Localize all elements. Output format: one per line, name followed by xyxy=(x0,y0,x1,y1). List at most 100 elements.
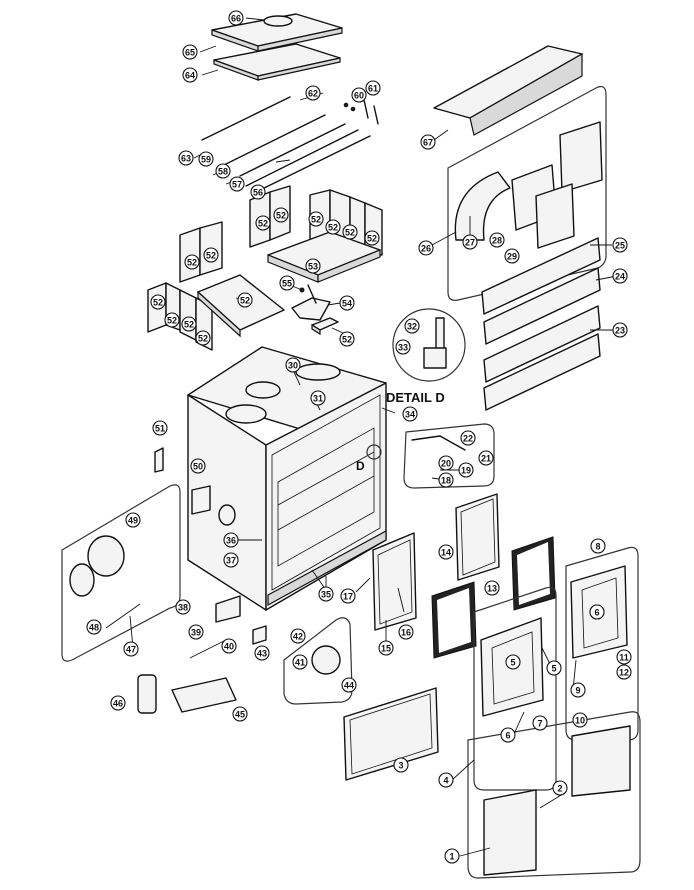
small-parts xyxy=(137,447,267,714)
callout-59: 59 xyxy=(198,151,214,167)
callout-number: 53 xyxy=(308,262,318,272)
callout-22: 22 xyxy=(460,430,476,446)
callout-number: 52 xyxy=(311,215,321,225)
callout-37: 37 xyxy=(223,552,239,568)
callout-number: 63 xyxy=(181,154,191,164)
callout-circle xyxy=(273,207,289,223)
callout-number: 29 xyxy=(507,252,517,262)
callout-circle xyxy=(458,462,474,478)
callout-52: 52 xyxy=(181,316,197,332)
door-assembly-group xyxy=(467,546,641,879)
callout-number: 26 xyxy=(421,244,431,254)
callout-number: 52 xyxy=(153,298,163,308)
callout-number: 38 xyxy=(178,603,188,613)
callout-31: 31 xyxy=(310,390,326,406)
callout-number: 52 xyxy=(184,320,194,330)
callout-circle xyxy=(203,247,219,263)
callout-number: 37 xyxy=(226,556,236,566)
callout-number: 35 xyxy=(321,590,331,600)
callout-number: 5 xyxy=(551,664,556,674)
callout-33: 33 xyxy=(395,339,411,355)
callout-63: 63 xyxy=(178,150,194,166)
callout-58: 58 xyxy=(215,163,231,179)
callout-52: 52 xyxy=(255,215,271,231)
callout-9: 9 xyxy=(570,682,586,698)
callout-number: 52 xyxy=(342,335,352,345)
callout-11: 11 xyxy=(616,649,632,665)
callout-52: 52 xyxy=(184,254,200,270)
callout-circle xyxy=(484,580,500,596)
callout-circle xyxy=(444,848,460,864)
callout-number: 47 xyxy=(126,645,136,655)
callout-number: 64 xyxy=(185,71,195,81)
callout-circle xyxy=(552,780,568,796)
callout-5: 5 xyxy=(546,660,562,676)
callout-circle xyxy=(438,544,454,560)
callout-circle xyxy=(229,176,245,192)
callout-circle xyxy=(223,532,239,548)
callout-14: 14 xyxy=(438,544,454,560)
detail-d-inset xyxy=(392,308,466,382)
callout-number: 7 xyxy=(537,719,542,729)
callout-circle xyxy=(279,275,295,291)
detail-d-label: DETAIL D xyxy=(386,390,445,405)
callout-circle xyxy=(198,151,214,167)
callout-15: 15 xyxy=(378,640,394,656)
callout-circle xyxy=(342,224,358,240)
callout-7: 7 xyxy=(532,715,548,731)
callout-circle xyxy=(460,430,476,446)
callout-circle xyxy=(221,638,237,654)
callout-circle xyxy=(378,640,394,656)
callout-number: 51 xyxy=(155,424,165,434)
callout-number: 43 xyxy=(257,649,267,659)
callout-number: 19 xyxy=(461,466,471,476)
callout-number: 58 xyxy=(218,167,228,177)
callout-number: 60 xyxy=(354,91,364,101)
door-gaskets xyxy=(372,493,556,659)
callout-circle xyxy=(195,330,211,346)
callout-13: 13 xyxy=(484,580,500,596)
callout-41: 41 xyxy=(292,654,308,670)
callout-53: 53 xyxy=(305,258,321,274)
callout-number: 23 xyxy=(615,326,625,336)
blower-group xyxy=(61,484,181,662)
callout-circle xyxy=(404,318,420,334)
callout-circle xyxy=(505,654,521,670)
callout-circle xyxy=(418,240,434,256)
callout-circle xyxy=(504,248,520,264)
callout-circle xyxy=(86,619,102,635)
callout-number: 52 xyxy=(167,316,177,326)
callout-number: 25 xyxy=(615,241,625,251)
callout-number: 46 xyxy=(113,699,123,709)
callout-number: 39 xyxy=(191,628,201,638)
callout-55: 55 xyxy=(279,275,295,291)
callout-number: 20 xyxy=(441,459,451,469)
callout-number: 14 xyxy=(441,548,451,558)
top-insulation-plate xyxy=(213,43,341,81)
callout-52: 52 xyxy=(195,330,211,346)
callout-52: 52 xyxy=(150,294,166,310)
callout-number: 61 xyxy=(368,84,378,94)
callout-circle xyxy=(125,512,141,528)
callout-circle xyxy=(285,357,301,373)
callout-circle xyxy=(339,331,355,347)
callout-circle xyxy=(228,10,244,26)
callout-number: 21 xyxy=(481,454,491,464)
callout-circle xyxy=(292,654,308,670)
callout-circle xyxy=(254,645,270,661)
callout-number: 50 xyxy=(193,462,203,472)
callout-67: 67 xyxy=(420,134,436,150)
callout-number: 52 xyxy=(367,234,377,244)
callout-circle xyxy=(190,458,206,474)
callout-52: 52 xyxy=(308,211,324,227)
callout-circle xyxy=(339,295,355,311)
callout-circle xyxy=(341,677,357,693)
callout-34: 34 xyxy=(402,406,418,422)
callout-26: 26 xyxy=(418,240,434,256)
callout-circle xyxy=(590,538,606,554)
callout-64: 64 xyxy=(182,67,198,83)
callout-circle xyxy=(110,695,126,711)
callout-20: 20 xyxy=(438,455,454,471)
callout-circle xyxy=(232,706,248,722)
